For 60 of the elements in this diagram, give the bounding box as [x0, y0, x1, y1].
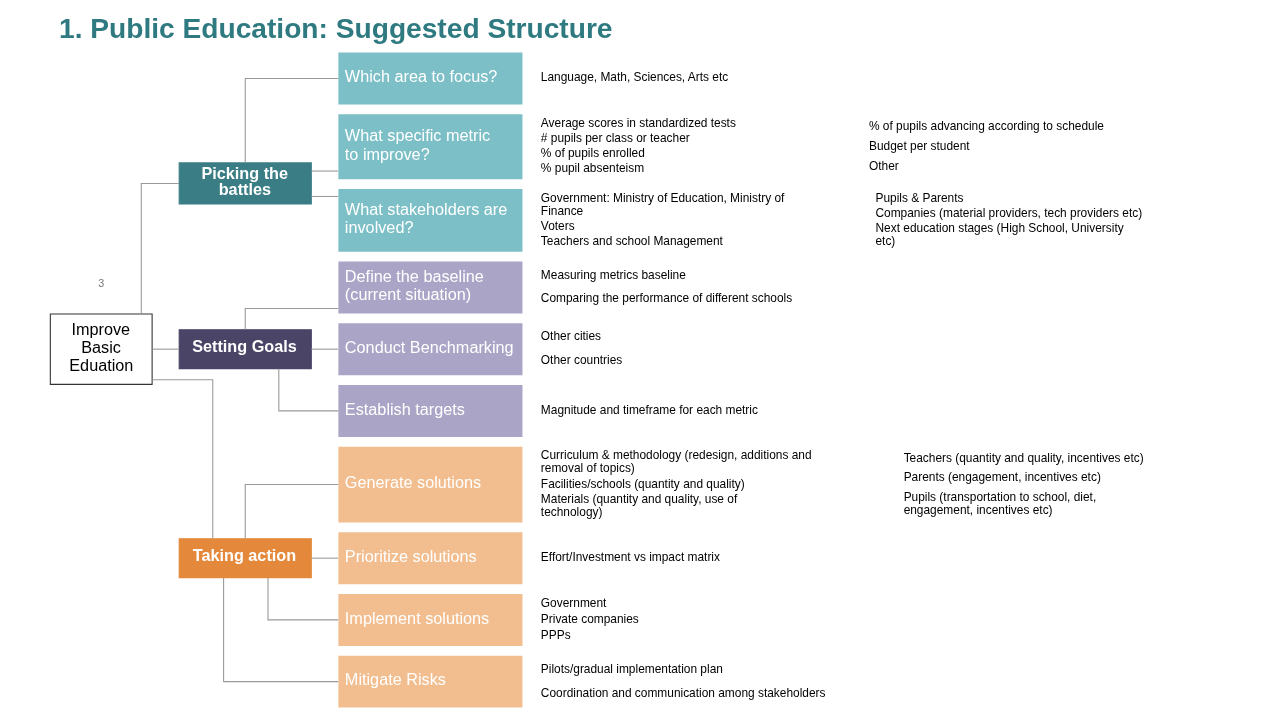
- node-label: Private companies: [540, 612, 639, 627]
- connector: [140, 182, 180, 315]
- node-box: Picking the battles: [178, 162, 312, 205]
- node-box: Which area to focus?: [337, 52, 522, 105]
- connector: [277, 368, 339, 412]
- node-box: Mitigate Risks: [337, 655, 522, 708]
- node-box: Generate solutions: [337, 446, 522, 523]
- node-box: Improve Basic Eduation: [49, 313, 153, 385]
- node-label: Other countries: [540, 353, 622, 368]
- node-label: Next education stages (High School, University etc): [874, 221, 1124, 248]
- node-box: What stakeholders are involved?: [337, 188, 522, 252]
- node-label: # pupils per class or teacher: [540, 131, 690, 146]
- connector: [310, 348, 339, 350]
- node-label: Comparing the performance of different schools: [540, 291, 792, 306]
- connector: [151, 348, 179, 350]
- connector: [310, 170, 339, 172]
- connector: [151, 379, 213, 539]
- node-label: Teachers (quantity and quality, incentives etc): [903, 450, 1144, 465]
- node-box: Implement solutions: [337, 593, 522, 646]
- node-box: Setting Goals: [178, 329, 312, 370]
- node-box: Prioritize solutions: [337, 532, 522, 585]
- node-label: Teachers and school Management: [540, 234, 723, 248]
- node-label: Companies (material providers, tech providers etc): [874, 205, 1142, 220]
- node-label: Coordination and communication among stakeholders: [540, 685, 825, 700]
- node-box: Establish targets: [337, 384, 522, 437]
- connector: [310, 557, 339, 559]
- node-label: % of pupils advancing according to schedule: [868, 118, 1104, 133]
- connector: [222, 577, 339, 683]
- node-label: Effort/Investment vs impact matrix: [540, 550, 720, 565]
- node-label: Government: Ministry of Education, Ministry of Finance: [540, 190, 784, 218]
- node-label: Parents (engagement, incentives etc): [903, 470, 1101, 485]
- node-label: % pupil absenteism: [540, 161, 644, 176]
- connector: [244, 308, 339, 330]
- node-label: Curriculum & methodology (redesign, additions and removal of topics): [540, 448, 812, 476]
- connector: [244, 484, 339, 539]
- label: 3: [97, 276, 104, 289]
- node-label: Materials (quantity and quality, use of technology): [540, 491, 737, 519]
- node-box: Define the baseline (current situation): [337, 261, 522, 314]
- node-label: Other: [868, 159, 899, 174]
- node-label: Language, Math, Sciences, Arts etc: [540, 70, 728, 85]
- node-label: Pilots/gradual implementation plan: [540, 661, 723, 676]
- node-label: % of pupils enrolled: [540, 146, 645, 161]
- node-label: Other cities: [540, 329, 601, 344]
- node-label: Government: [540, 596, 606, 611]
- node-box: What specific metric to improve?: [337, 114, 522, 180]
- connector: [266, 577, 339, 621]
- connector: [310, 195, 339, 198]
- node-label: Budget per student: [868, 139, 970, 154]
- node-label: PPPs: [540, 628, 571, 643]
- node-label: Voters: [540, 218, 575, 233]
- node-label: Magnitude and timeframe for each metric: [540, 402, 758, 417]
- connector: [244, 77, 339, 164]
- node-box: Conduct Benchmarking: [337, 323, 522, 376]
- diagram-title: 1. Public Education: Suggested Structure: [58, 13, 613, 45]
- node-label: Average scores in standardized tests: [540, 115, 736, 130]
- node-label: Measuring metrics baseline: [540, 267, 686, 282]
- node-label: Facilities/schools (quantity and quality): [540, 476, 745, 491]
- node-label: Pupils & Parents: [874, 190, 964, 205]
- node-box: Taking action: [178, 538, 312, 579]
- node-label: Pupils (transportation to school, diet, engagement, incentives etc): [903, 489, 1096, 517]
